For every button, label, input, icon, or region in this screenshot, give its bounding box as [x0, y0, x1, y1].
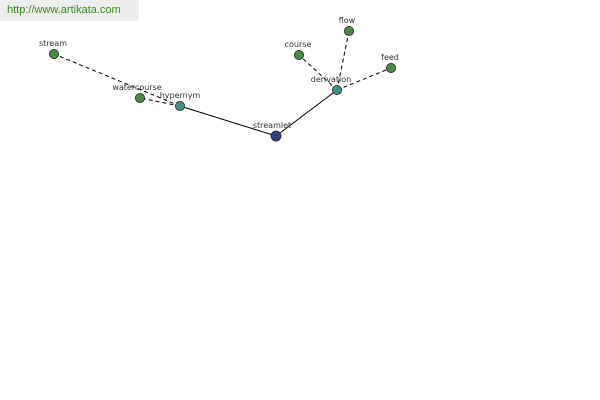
labels-layer: streamlet hypernym derivation watercourse st…: [39, 16, 399, 130]
edge-derivation-flow: [336, 30, 350, 91]
edges-layer: [53, 30, 392, 137]
node-watercourse[interactable]: [134, 93, 145, 104]
nodes-layer: [49, 25, 396, 142]
edge-derivation-feed: [336, 67, 392, 91]
node-label-derivation: derivation: [311, 75, 351, 84]
node-label-course: course: [285, 40, 312, 49]
node-course[interactable]: [293, 50, 304, 61]
node-hypernym[interactable]: [174, 101, 185, 112]
node-label-watercourse: watercourse: [112, 83, 161, 92]
node-streamlet[interactable]: [270, 130, 282, 142]
node-feed[interactable]: [385, 63, 396, 74]
node-flow[interactable]: [343, 25, 354, 36]
node-label-stream: stream: [39, 39, 67, 48]
source-banner: http://www.artikata.com: [0, 0, 139, 21]
node-label-flow: flow: [339, 16, 356, 25]
node-label-hypernym: hypernym: [160, 91, 201, 100]
edge-hypernym-stream: [53, 53, 181, 107]
edge-streamlet-hypernym: [179, 105, 277, 137]
node-stream[interactable]: [49, 49, 60, 60]
node-derivation[interactable]: [331, 85, 342, 96]
edge-streamlet-derivation: [275, 89, 338, 137]
node-label-streamlet: streamlet: [253, 121, 291, 130]
edge-derivation-course: [298, 54, 338, 91]
source-link[interactable]: http://www.artikata.com: [7, 4, 121, 16]
node-label-feed: feed: [381, 53, 399, 62]
